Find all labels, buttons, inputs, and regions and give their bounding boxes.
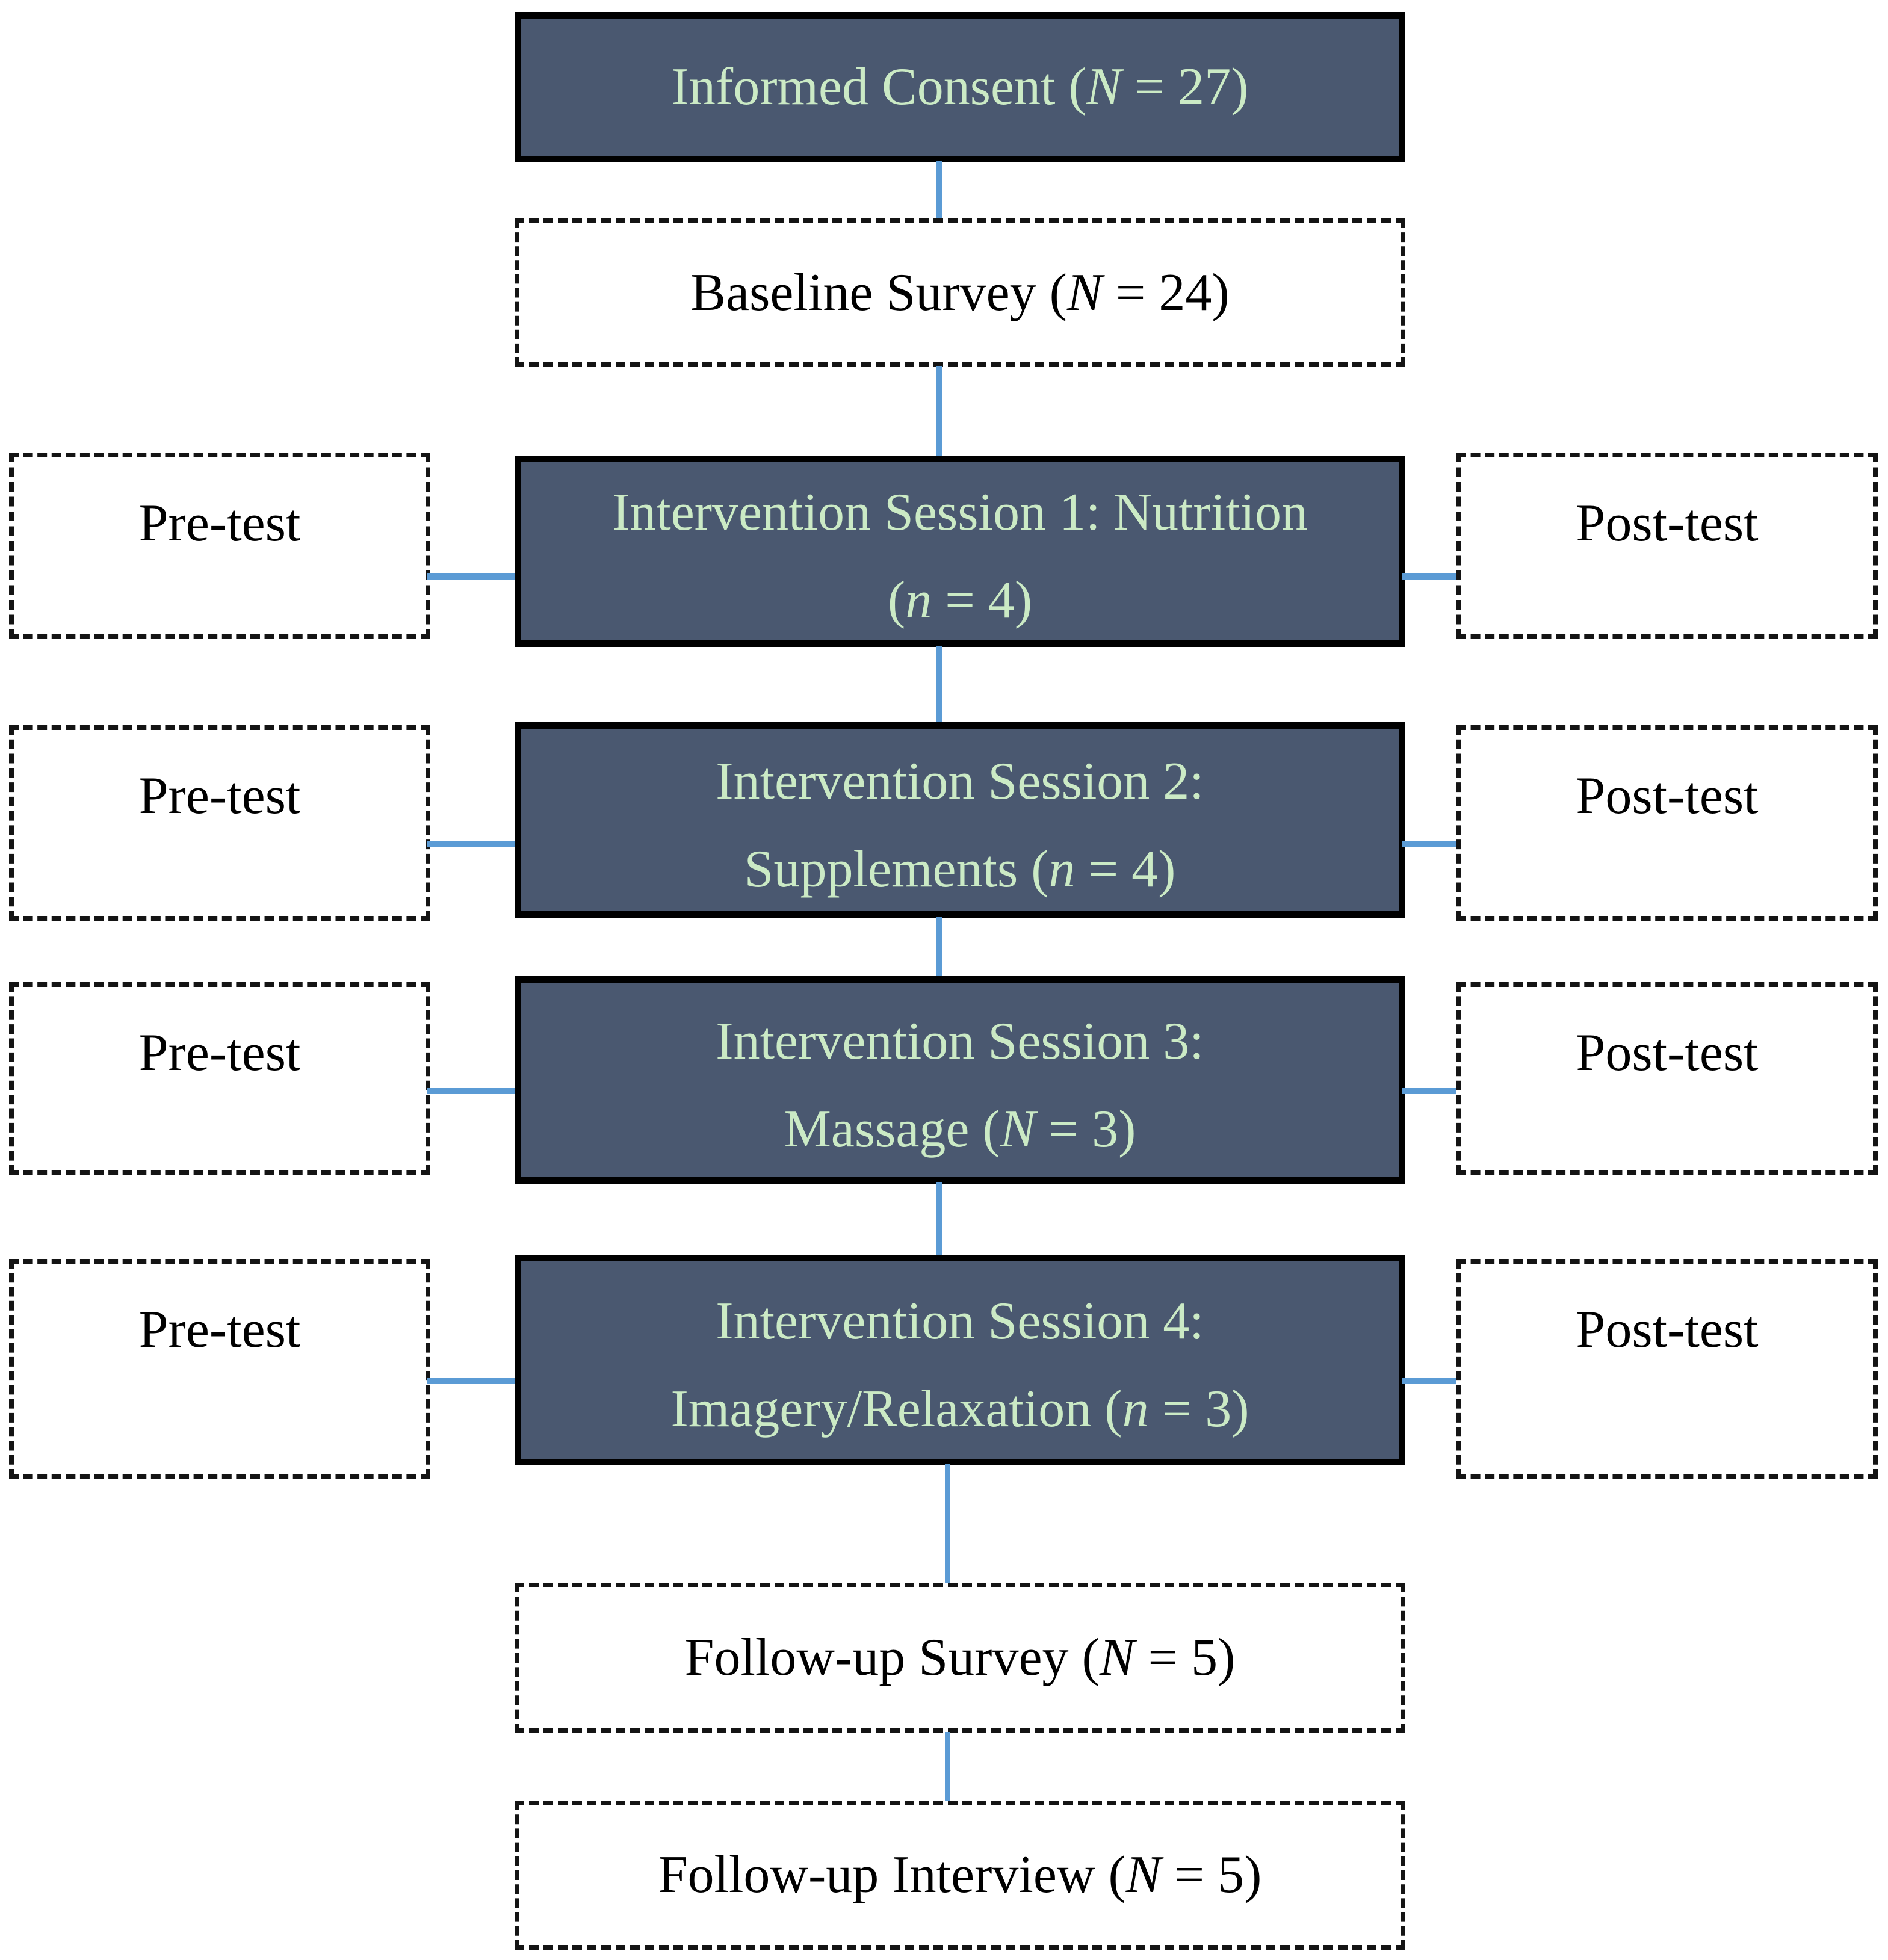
subtitle-n-var: n [1122,1380,1149,1438]
connector-session2-posttest2 [1402,841,1459,847]
connector-baseline-session1 [936,366,942,457]
session-1-title: Intervention Session 1: Nutrition [612,486,1308,539]
connector-consent-baseline [936,161,942,220]
subtitle-n-var: n [905,571,932,629]
label-n-var: N [1099,1628,1135,1687]
baseline-survey-label: Baseline Survey (N = 24) [690,263,1230,322]
followup-survey-box: Follow-up Survey (N = 5) [515,1583,1405,1733]
pretest-box-4: Pre-test [9,1259,430,1479]
followup-interview-label: Follow-up Interview (N = 5) [658,1849,1262,1902]
informed-consent-label: Informed Consent (N = 27) [672,61,1249,114]
subtitle-suffix: = 4) [932,571,1033,629]
session-3-subtitle: Massage (N = 3) [784,1099,1136,1158]
posttest-label: Post-test [1576,767,1759,825]
informed-consent-box: Informed Consent (N = 27) [515,12,1405,162]
session-4-box: Intervention Session 4: Imagery/Relaxati… [515,1255,1405,1465]
pretest-label: Pre-test [138,767,301,825]
session-title-text: Intervention Session 4: [716,1292,1204,1350]
posttest-box-3: Post-test [1456,982,1878,1175]
label-prefix: Follow-up Survey ( [684,1628,1100,1687]
posttest-box-4: Post-test [1456,1259,1878,1479]
pretest-box-3: Pre-test [9,982,430,1175]
connector-session4-posttest4 [1402,1378,1459,1384]
connector-pretest4-session4 [427,1378,518,1384]
pretest-box-1: Pre-test [9,453,430,639]
subtitle-n-var: N [1000,1099,1036,1158]
session-1-subtitle: (n = 4) [888,574,1032,627]
connector-pretest3-session3 [427,1088,518,1094]
connector-session1-posttest1 [1402,573,1459,580]
label-prefix: Informed Consent ( [671,58,1086,116]
subtitle-prefix: Supplements ( [744,839,1049,898]
pretest-label: Pre-test [138,1024,301,1082]
posttest-box-2: Post-test [1456,725,1878,921]
subtitle-suffix: = 3) [1035,1099,1136,1158]
posttest-label: Post-test [1576,1024,1759,1082]
label-suffix: = 5) [1134,1628,1236,1687]
followup-survey-label: Follow-up Survey (N = 5) [685,1631,1236,1684]
subtitle-suffix: = 3) [1148,1380,1249,1438]
connector-session1-session2 [936,646,942,724]
session-1-box: Intervention Session 1: Nutrition (n = 4… [515,456,1405,647]
session-title-text: Intervention Session 3: [716,1012,1204,1071]
connector-pretest2-session2 [427,841,518,847]
label-suffix: = 27) [1121,58,1249,116]
connector-session2-session3 [936,917,942,978]
session-3-title: Intervention Session 3: [716,1015,1204,1068]
label-prefix: Baseline Survey ( [690,263,1067,322]
followup-interview-box: Follow-up Interview (N = 5) [515,1801,1405,1950]
session-2-box: Intervention Session 2: Supplements (n =… [515,722,1405,918]
session-2-title: Intervention Session 2: [716,755,1204,808]
session-3-box: Intervention Session 3: Massage (N = 3) [515,976,1405,1184]
label-prefix: Follow-up Interview ( [658,1846,1126,1904]
label-n-var: N [1086,58,1122,116]
posttest-label: Post-test [1576,1300,1759,1359]
label-suffix: = 5) [1161,1846,1262,1904]
connector-session3-session4 [936,1182,942,1257]
session-4-title: Intervention Session 4: [716,1295,1204,1348]
connector-pretest1-session1 [427,573,518,580]
baseline-survey-box: Baseline Survey (N = 24) [515,218,1405,367]
posttest-box-1: Post-test [1456,453,1878,639]
label-n-var: N [1066,263,1103,322]
subtitle-suffix: = 4) [1075,839,1176,898]
label-n-var: N [1125,1846,1162,1904]
pretest-box-2: Pre-test [9,725,430,921]
posttest-label: Post-test [1576,494,1759,552]
session-2-subtitle: Supplements (n = 4) [744,839,1176,898]
session-4-subtitle: Imagery/Relaxation (n = 3) [670,1383,1249,1436]
pretest-label: Pre-test [138,494,301,552]
label-suffix: = 24) [1102,263,1230,322]
session-title-text: Intervention Session 1: Nutrition [611,483,1308,542]
session-title-text: Intervention Session 2: [716,752,1204,811]
subtitle-prefix: Imagery/Relaxation ( [670,1380,1122,1438]
pretest-label: Pre-test [138,1300,301,1359]
subtitle-prefix: Massage ( [784,1099,1000,1158]
connector-session4-survey [945,1464,950,1584]
connector-survey-interview [945,1732,950,1802]
connector-session3-posttest3 [1402,1088,1459,1094]
subtitle-n-var: n [1048,839,1076,898]
subtitle-prefix: ( [887,571,906,629]
